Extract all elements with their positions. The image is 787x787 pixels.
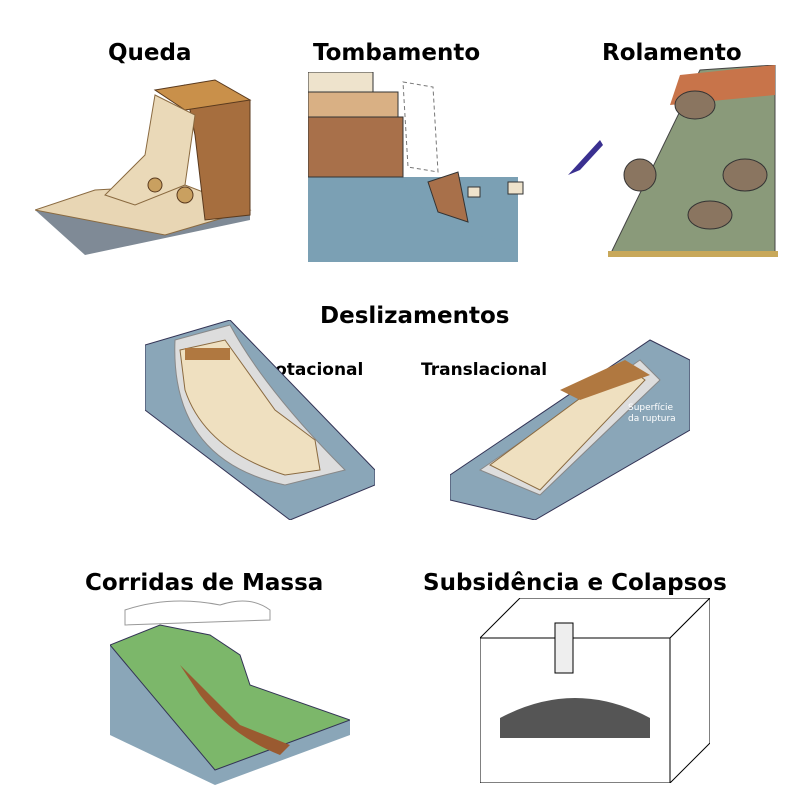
label-queda: Queda: [108, 40, 192, 66]
label-deslizamentos: Deslizamentos: [320, 303, 510, 329]
annotation-line2: da ruptura: [628, 414, 676, 424]
translacional-illustration: [450, 339, 690, 520]
label-subsidencia: Subsidência e Colapsos: [423, 570, 727, 596]
label-rolamento: Rolamento: [602, 40, 742, 66]
rolamento-illustration: [568, 65, 778, 257]
tombamento-illustration: [308, 72, 524, 262]
label-corridas: Corridas de Massa: [85, 570, 324, 596]
subsidencia-illustration: [480, 598, 710, 783]
label-rotacional: Rotacional: [262, 360, 364, 380]
label-tombamento: Tombamento: [313, 40, 481, 66]
annotation-line1: Superfície: [628, 403, 674, 413]
queda-illustration: [35, 79, 252, 255]
rupture-surface-annotation: Superfície da ruptura: [628, 403, 676, 425]
rotacional-illustration: [145, 320, 375, 520]
corridas-illustration: [110, 600, 350, 785]
label-translacional: Translacional: [421, 360, 548, 380]
